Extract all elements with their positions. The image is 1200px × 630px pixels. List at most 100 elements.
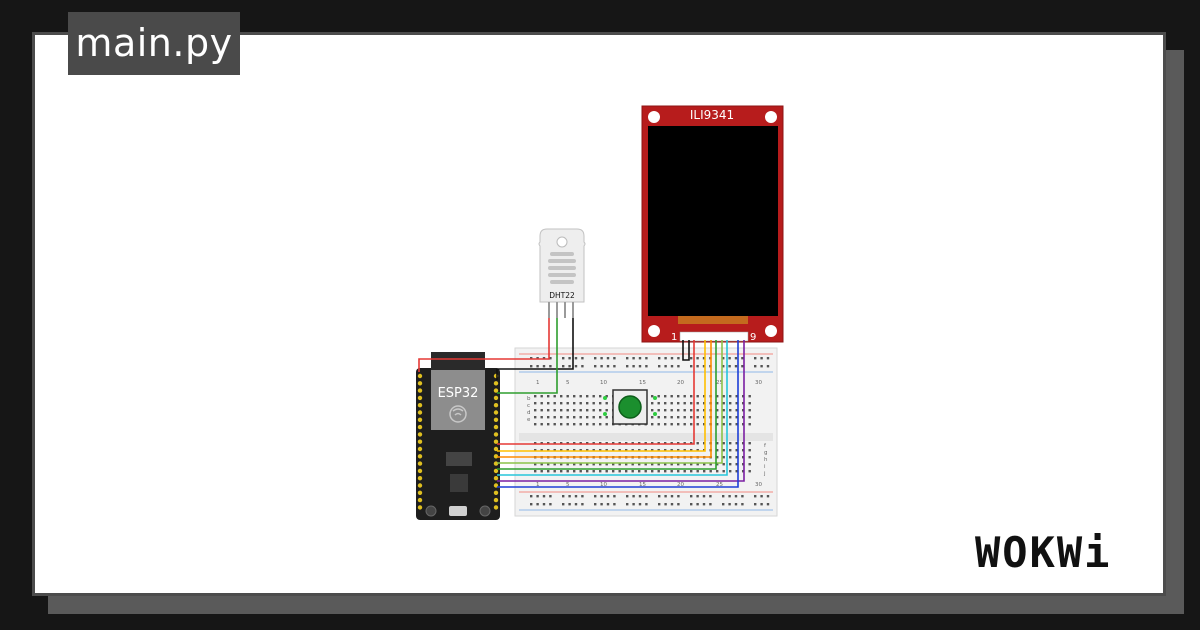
breadboard-hole [728,357,731,360]
breadboard-hole [664,365,667,368]
breadboard-hole [560,402,563,405]
breadboard-hole [664,423,667,426]
ili9341-display[interactable]: ILI9341 1 9 [641,105,784,343]
breadboard-hole [534,409,537,412]
breadboard-hole [644,470,647,473]
breadboard-hole [581,357,584,360]
breadboard-hole [606,503,610,506]
breadboard-hole [690,470,693,473]
breadboard-hole [683,470,686,473]
bb-col-label: 1 [536,380,540,386]
breadboard-hole [670,395,673,398]
breadboard-hole [709,495,712,498]
breadboard-hole [651,402,654,405]
breadboard-hole [716,402,719,405]
breadboard-hole [599,470,602,473]
bb-row-label: b [527,396,531,402]
breadboard-hole [735,402,738,405]
breadboard-hole [568,357,571,360]
bb-col-label: 15 [639,482,646,488]
breadboard-hole [581,495,584,498]
breadboard-hole [728,503,731,506]
breadboard-hole [722,365,725,368]
breadboard-hole [748,456,751,459]
breadboard-hole [722,395,725,398]
breadboard-hole [547,463,550,466]
breadboard-hole [728,365,731,368]
breadboard-hole [760,495,763,498]
breadboard-hole [645,365,648,368]
esp32-board[interactable]: ESP32 [416,352,500,520]
breadboard-hole [690,416,693,419]
sensor-label: DHT22 [549,291,575,300]
breadboard-hole [573,395,576,398]
breadboard-hole [735,463,738,466]
breadboard-hole [553,470,556,473]
breadboard-hole [690,395,693,398]
breadboard-hole [553,463,556,466]
breadboard-hole [549,357,552,360]
wire-black [496,318,574,380]
breadboard-hole [722,409,725,412]
breadboard-hole [729,470,732,473]
breadboard-hole [690,423,693,426]
breadboard-hole [670,409,673,412]
file-tab-main-py[interactable]: main.py [68,12,240,75]
breadboard-hole [657,470,660,473]
bb-col-label: 5 [566,482,570,488]
breadboard-hole [664,416,667,419]
breadboard-hole [592,416,595,419]
dht22-sensor[interactable]: DHT22 [538,228,586,318]
breadboard-hole [618,463,621,466]
breadboard-hole [605,423,608,426]
breadboard-hole [547,402,550,405]
breadboard-hole [696,357,699,360]
breadboard-hole [586,402,589,405]
button-cap[interactable] [618,395,642,419]
pushbutton[interactable] [603,389,657,425]
breadboard-hole [664,463,667,466]
breadboard-hole [748,395,751,398]
breadboard-hole [540,423,543,426]
breadboard-hole [536,503,539,506]
breadboard[interactable]: 1 5 10 15 20 25 30 1 5 10 15 20 25 30 b … [514,347,778,517]
breadboard-hole [722,423,725,426]
breadboard-hole [605,463,608,466]
breadboard-hole [579,470,582,473]
breadboard-hole [670,503,674,506]
esp32-pin [493,424,499,430]
breadboard-holes [530,357,770,506]
breadboard-hole [664,470,667,473]
breadboard-hole [729,416,732,419]
esp32-pin [417,490,423,495]
esp32-pin [417,403,423,408]
bb-col-label: 5 [566,380,570,386]
breadboard-hole [592,409,595,412]
breadboard-hole [626,495,629,498]
breadboard-hole [560,463,563,466]
breadboard-hole [716,409,719,412]
breadboard-hole [579,409,582,412]
breadboard-hole [690,495,693,498]
breadboard-hole [716,456,719,459]
breadboard-hole [553,416,556,419]
breadboard-hole [592,423,595,426]
breadboard-hole [605,470,608,473]
breadboard-hole [638,503,642,506]
breadboard-hole [729,409,732,412]
esp32-pin [417,424,423,430]
bb-row-label: g [764,450,768,456]
esp32-pin [493,476,499,481]
breadboard-hole [605,402,608,405]
breadboard-hole [658,495,661,498]
breadboard-hole [644,463,647,466]
breadboard-hole [677,357,680,360]
breadboard-hole [658,365,661,368]
breadboard-hole [599,463,602,466]
esp32-pin [417,432,423,437]
breadboard-hole [573,416,576,419]
breadboard-hole [664,402,667,405]
breadboard-hole [677,503,680,506]
breadboard-hole [735,442,738,445]
breadboard-hole [722,402,725,405]
